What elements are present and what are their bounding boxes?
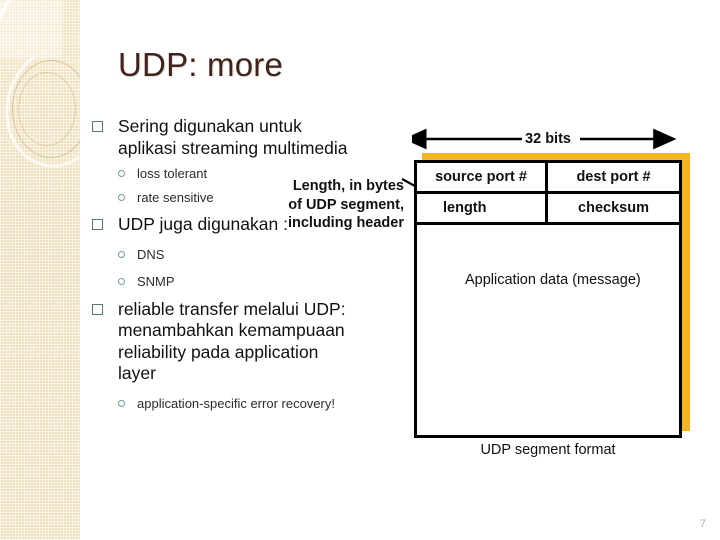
header-row-ports: source port # dest port #: [417, 163, 679, 194]
bullet-item-level2: loss tolerant: [92, 164, 352, 183]
bullet-item-level2: rate sensitive: [92, 188, 352, 207]
udp-segment-diagram: 32 bits source port # dest port # length…: [400, 128, 700, 458]
bullet-text: UDP juga digunakan :: [118, 214, 288, 234]
bullet-item-level2: application-specific error recovery!: [92, 394, 352, 413]
field-length: length: [417, 194, 548, 222]
field-dest-port: dest port #: [576, 169, 651, 185]
bullet-text: rate sensitive: [137, 190, 214, 205]
decorative-ring-outer-icon: [12, 60, 80, 158]
bullet-list: Sering digunakan untuk aplikasi streamin…: [92, 116, 352, 417]
circle-bullet-icon: [118, 194, 125, 201]
slide-title: UDP: more: [118, 46, 283, 83]
bullet-text: Sering digunakan untuk aplikasi streamin…: [118, 116, 348, 158]
bullet-text: reliable transfer melalui UDP: menambahk…: [118, 298, 346, 384]
bullet-item-level2: DNS: [92, 245, 352, 264]
field-source-port: source port #: [417, 163, 548, 191]
bullet-item-level1: reliable transfer melalui UDP: menambahk…: [92, 299, 352, 385]
bullet-item-level1: UDP juga digunakan :: [92, 214, 352, 236]
segment-box: source port # dest port # length checksu…: [414, 160, 682, 438]
square-bullet-icon: [92, 303, 103, 315]
bullet-text: loss tolerant: [137, 166, 208, 181]
bullet-item-level1: Sering digunakan untuk aplikasi streamin…: [92, 116, 352, 159]
length-callout-text: Length, in bytes of UDP segment, includi…: [287, 178, 404, 231]
circle-bullet-icon: [118, 170, 125, 177]
decorative-left-band: [0, 0, 80, 540]
header-row-length-checksum: length checksum: [417, 194, 679, 225]
circle-bullet-icon: [118, 277, 125, 285]
bit-width-indicator: 32 bits: [403, 128, 684, 150]
bit-width-label: 32 bits: [525, 131, 571, 147]
bit-width-arrow-icon: [403, 128, 677, 150]
bullet-text: SNMP: [137, 273, 175, 289]
bullet-text: DNS: [137, 246, 165, 262]
diagram-caption: UDP segment format: [480, 442, 616, 458]
page-number: 7: [699, 518, 706, 530]
bullet-text: application-specific error recovery!: [137, 395, 335, 411]
square-bullet-icon: [92, 121, 103, 132]
square-bullet-icon: [92, 219, 103, 230]
field-checksum: checksum: [578, 200, 649, 216]
circle-bullet-icon: [118, 399, 125, 407]
circle-bullet-icon: [118, 250, 125, 258]
decorative-ring-inner-icon: [18, 72, 76, 146]
field-application-data: Application data (message): [465, 272, 641, 288]
bullet-item-level2: SNMP: [92, 272, 352, 291]
